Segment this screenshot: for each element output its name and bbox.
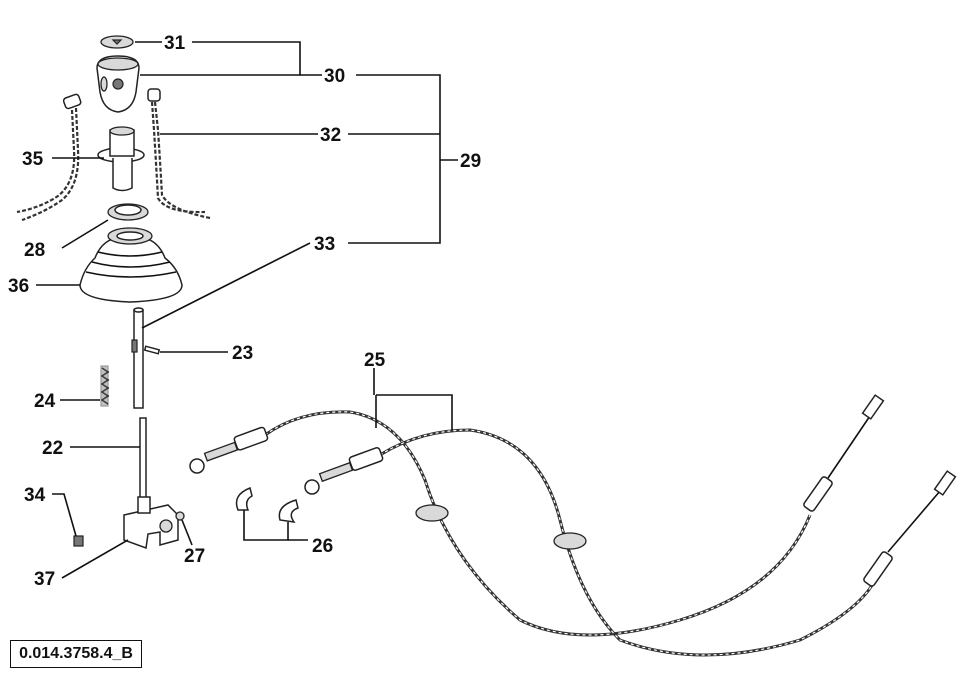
callout-28: 28 [24,240,45,261]
part-36-boot [79,227,183,303]
part-wire-left [16,93,82,222]
part-35-sleeve [97,126,145,192]
leader-lines [36,41,458,579]
callout-25: 25 [364,350,386,371]
part-34-clip [73,535,84,547]
part-23-pin [143,345,161,355]
callout-36: 36 [8,276,29,297]
part-26-clips [235,486,299,523]
callout-33: 33 [314,234,335,255]
part-24-spring [100,365,110,407]
part-28-ring [107,203,149,221]
part-27-nut [175,511,185,521]
callout-32: 32 [320,125,341,146]
callout-31: 31 [164,33,186,54]
callout-34: 34 [24,485,46,506]
part-30-gear-knob [96,55,140,113]
callout-23: 23 [232,343,253,364]
callout-37: 37 [34,569,55,590]
callout-29: 29 [460,151,481,172]
part-25-cables [189,394,957,657]
callout-35: 35 [22,149,44,170]
callout-24: 24 [34,391,56,412]
part-37-bracket [123,496,179,550]
part-33-lever [131,307,144,409]
callout-30: 30 [324,66,345,87]
reference-code: 0.014.3758.4_B [10,640,142,668]
part-31-cap [100,35,134,49]
part-22-rod [139,417,147,503]
callout-27: 27 [184,546,205,567]
callout-26: 26 [312,536,333,557]
callout-22: 22 [42,438,63,459]
part-wire-right [147,88,211,220]
